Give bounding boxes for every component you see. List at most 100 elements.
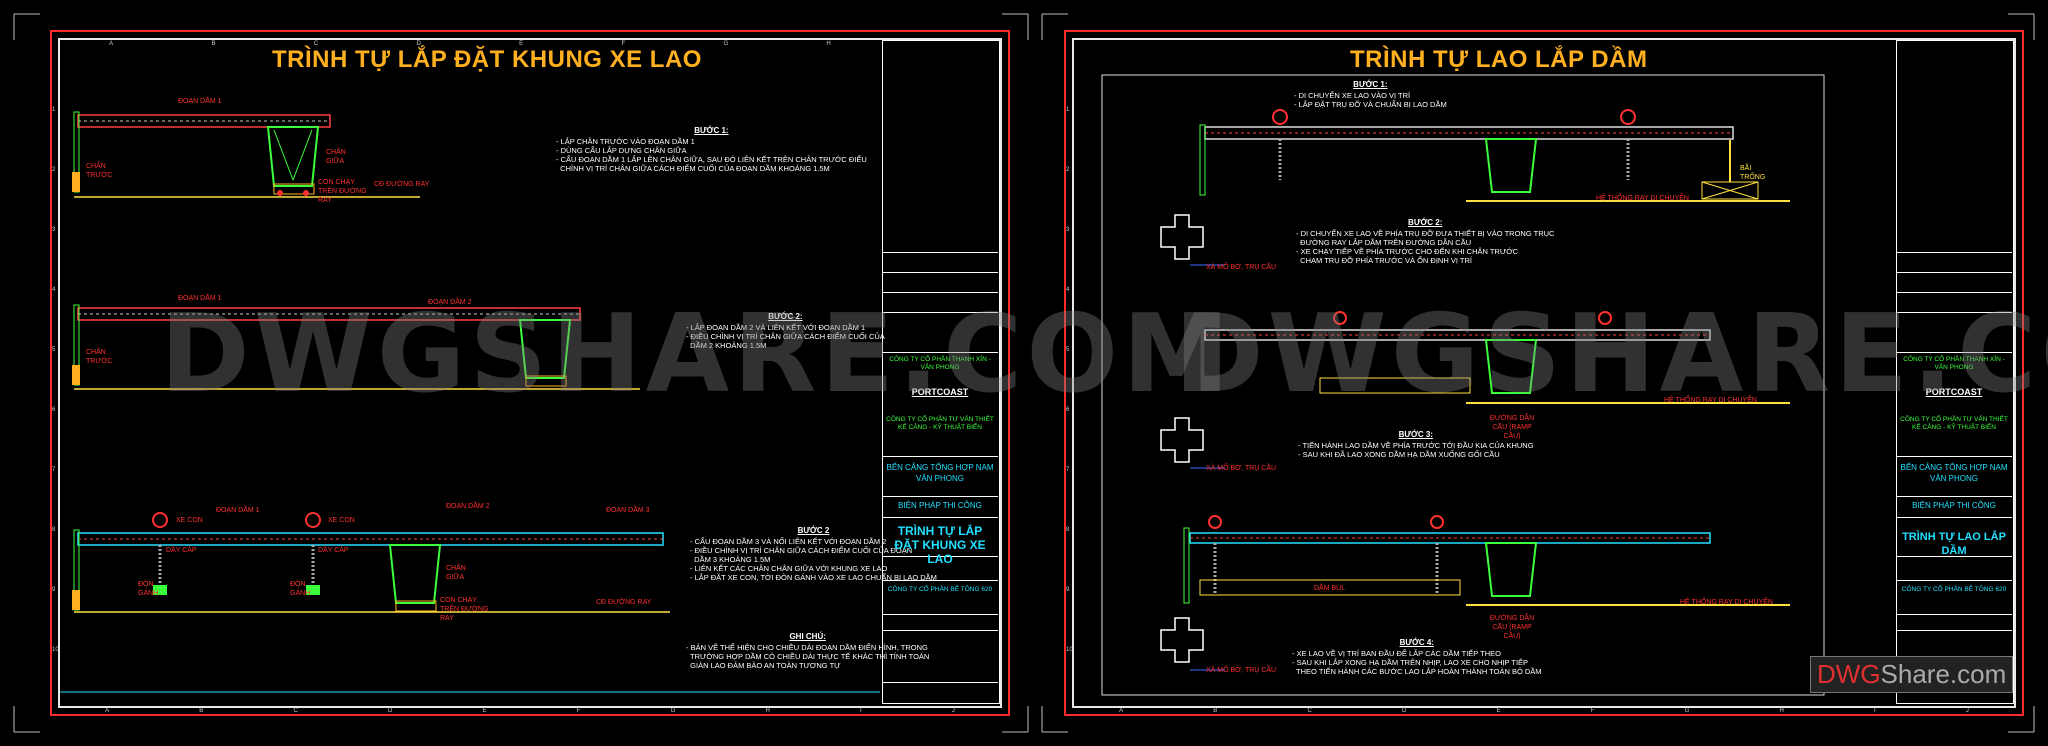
- logo-part-2: Share.com: [1880, 659, 2007, 689]
- left-sheet-border: [50, 30, 1010, 716]
- label-xa-mo: XÀ MỐ BỜ, TRỤ CẦU: [1206, 465, 1277, 472]
- label-doan-dam-1: ĐOẠN DẦM 1: [178, 295, 222, 302]
- grid-letter: B: [1213, 708, 1218, 714]
- abutments: [1160, 214, 1204, 663]
- left-grid-letters-bottom: A B C D E F G H I J: [60, 708, 1000, 714]
- label-duong-ray: CĐ ĐƯỜNG RAY: [374, 181, 430, 188]
- tb-logo: PORTCOAST: [911, 387, 969, 397]
- right-stage-2: [1204, 311, 1790, 404]
- grid-number: 1: [52, 107, 56, 113]
- tb-contractor: CÔNG TY CỔ PHẦN BÊ TÔNG 620: [887, 586, 993, 593]
- grid-letter: C: [1307, 708, 1312, 714]
- label-chan-giua: CHÂN GIỮA: [326, 149, 346, 165]
- label-day-cap: DÂY CÁP: [318, 547, 349, 554]
- right-sheet-frame: [1072, 38, 2016, 708]
- grid-number: 9: [1066, 587, 1070, 593]
- left-stage-3: [72, 512, 670, 613]
- grid-number: 6: [1066, 407, 1070, 413]
- left-grid-letters: A B C D E F G H: [60, 41, 880, 47]
- tb-project: BẾN CẢNG TỔNG HỢP NAM VÂN PHONG: [886, 463, 994, 483]
- step-body: - TIẾN HÀNH LAO DẦM VỀ PHÍA TRƯỚC TỚI ĐẦ…: [1298, 441, 1534, 459]
- label-doan-dam-3: ĐOẠN DẦM 3: [606, 507, 650, 514]
- grid-letter: H: [826, 41, 831, 47]
- dwgshare-logo: DWGShare.com: [1810, 656, 2014, 693]
- grid-letter: H: [765, 708, 770, 714]
- step-heading: GHI CHÚ:: [789, 632, 826, 641]
- label-chan-truoc: CHÂN TRƯỚC: [86, 349, 113, 365]
- grid-number: 2: [1066, 167, 1070, 173]
- label-dam-bul: DẦM BUL: [1314, 585, 1346, 592]
- step-body: - LẮP ĐOẠN DẦM 2 VÀ LIÊN KẾT VỚI ĐOẠN DẦ…: [686, 323, 885, 350]
- step-body: - LẮP CHÂN TRƯỚC VÀO ĐOẠN DẦM 1 - DÙNG C…: [556, 137, 867, 173]
- step-body: - DI CHUYỂN XE LAO VÀO VỊ TRÍ - LẮP ĐẶT …: [1294, 91, 1447, 109]
- step-heading: BƯỚC 3:: [1398, 430, 1433, 439]
- grid-letter: A: [1119, 708, 1124, 714]
- label-he-thong-ray: HỆ THỐNG RAY DI CHUYỂN: [1664, 397, 1757, 404]
- left-sheet-title: TRÌNH TỰ LẮP ĐẶT KHUNG XE LAO: [272, 46, 702, 73]
- right-sheet-border: [1064, 30, 2024, 716]
- tb-drawing-title: TRÌNH TỰ LAO LẮP DẦM: [1902, 531, 2006, 557]
- label-bai-trong: BÃI TRỐNG: [1740, 165, 1766, 181]
- grid-number: 3: [1066, 227, 1070, 233]
- grid-number: 8: [1066, 527, 1070, 533]
- grid-letter: E: [519, 41, 524, 47]
- label-duong-dan: ĐƯỜNG DẪN CẦU (RAMP CẦU): [1489, 415, 1535, 440]
- grid-number: 3: [52, 227, 56, 233]
- left-step-3: BƯỚC 2- CẨU ĐOẠN DẦM 3 VÀ NỐI LIÊN KẾT V…: [690, 526, 937, 582]
- label-don-ganh: ĐÒN GÁNH: [138, 581, 159, 597]
- grid-letter: D: [1402, 708, 1407, 714]
- grid-letter: E: [482, 708, 487, 714]
- grid-number: 6: [52, 407, 56, 413]
- grid-number: 7: [52, 467, 56, 473]
- watermark-right: DWGSHARE.COM: [1174, 292, 2048, 417]
- tb-drawing-title: TRÌNH TỰ LẮP ĐẶT KHUNG XE LAO: [894, 524, 986, 566]
- left-step-1: BƯỚC 1: - LẮP CHÂN TRƯỚC VÀO ĐOẠN DẦM 1 -…: [556, 126, 867, 173]
- grid-letter: J: [1965, 708, 1969, 714]
- step-heading: BƯỚC 2: [797, 526, 830, 535]
- label-day-cap: DÂY CÁP: [166, 547, 197, 554]
- label-xe-con: XE CON: [328, 517, 355, 524]
- step-body: - DI CHUYỂN XE LAO VỀ PHÍA TRỤ ĐỠ ĐƯA TH…: [1296, 229, 1555, 265]
- left-title-block: [882, 40, 1000, 704]
- grid-letter: G: [1684, 708, 1690, 714]
- step-heading: BƯỚC 1:: [694, 126, 729, 135]
- label-he-thong-ray: HỆ THỐNG RAY DI CHUYỂN: [1680, 599, 1773, 606]
- right-step-3: BƯỚC 3: - TIẾN HÀNH LAO DẦM VỀ PHÍA TRƯỚC…: [1298, 430, 1534, 459]
- grid-number: 5: [52, 347, 56, 353]
- grid-letter: I: [860, 708, 862, 714]
- tb-company-1: CÔNG TY CỔ PHẦN THANH XÍN - VÂN PHONG: [1903, 356, 2005, 371]
- tb-project: BẾN CẢNG TỔNG HỢP NAM VÂN PHONG: [1900, 463, 2008, 483]
- right-stage-1: [1199, 109, 1790, 202]
- grid-letter: B: [211, 41, 216, 47]
- label-doan-dam-1: ĐOẠN DẦM 1: [216, 507, 260, 514]
- grid-letter: I: [1874, 708, 1876, 714]
- label-con-chay: CON CHẠY TRÊN ĐƯỜNG RAY: [318, 179, 367, 204]
- grid-letter: B: [199, 708, 204, 714]
- grid-letter: G: [723, 41, 729, 47]
- left-note: GHI CHÚ: - BẢN VẼ THỂ HIỆN CHO CHIỀU DÀI …: [686, 632, 929, 670]
- tb-contractor: CÔNG TY CỔ PHẦN BÊ TÔNG 620: [1901, 586, 2007, 593]
- step-heading: BƯỚC 2:: [1408, 218, 1443, 227]
- grid-number: 5: [1066, 347, 1070, 353]
- grid-letter: C: [313, 41, 319, 47]
- grid-letter: F: [1590, 708, 1595, 714]
- grid-letter: J: [951, 708, 955, 714]
- step-body: - XE LAO VỀ VỊ TRÍ BAN ĐẦU ĐỂ LẮP CÁC DẦ…: [1292, 649, 1542, 676]
- step-body: - BẢN VẼ THỂ HIỆN CHO CHIỀU DÀI ĐOẠN DẦM…: [686, 643, 930, 670]
- logo-part-1: DWG: [1817, 659, 1881, 689]
- label-doan-dam-2: ĐOẠN DẦM 2: [428, 299, 472, 306]
- grid-letter: F: [576, 708, 581, 714]
- label-doan-dam-1: ĐOẠN DẦM 1: [178, 98, 222, 105]
- label-duong-ray: CĐ ĐƯỜNG RAY: [596, 599, 652, 606]
- right-grid-numbers: 1 2 3 4 5 6 7 8 9 10: [1066, 80, 1073, 680]
- label-xa-mo: XÀ MỐ BỜ, TRỤ CẦU: [1206, 667, 1277, 674]
- grid-number: 2: [52, 167, 56, 173]
- label-he-thong-ray: HỆ THỐNG RAY DI CHUYỂN: [1596, 195, 1689, 202]
- tb-company-1: CÔNG TY CỔ PHẦN THANH XÍN - VÂN PHONG: [889, 356, 991, 371]
- left-step-2: BƯỚC 2:- LẮP ĐOẠN DẦM 2 VÀ LIÊN KẾT VỚI …: [686, 312, 885, 350]
- grid-number: 8: [52, 527, 56, 533]
- right-sheet-title: TRÌNH TỰ LAO LẮP DẦM: [1350, 46, 1648, 73]
- grid-number: 7: [1066, 467, 1070, 473]
- grid-letter: E: [1496, 708, 1501, 714]
